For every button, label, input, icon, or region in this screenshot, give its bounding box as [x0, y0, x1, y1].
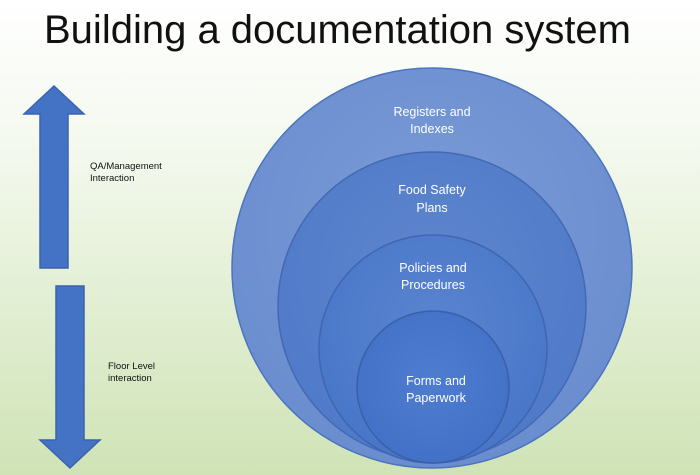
ring-forms-label-line2: Paperwork	[406, 391, 466, 405]
up-arrow-icon	[22, 84, 86, 269]
floor-level-label: Floor Level interaction	[108, 361, 155, 385]
ring-registers-label-line2: Indexes	[410, 122, 454, 136]
floor-level-label-line2: interaction	[108, 373, 152, 384]
qa-management-label-line2: Interaction	[90, 173, 135, 184]
down-arrow-icon	[38, 285, 102, 470]
page-title: Building a documentation system	[44, 8, 631, 52]
qa-management-label-line1: QA/Management	[90, 161, 162, 172]
ring-food-safety-label-line2: Plans	[416, 201, 447, 215]
qa-management-label: QA/Management Interaction	[90, 161, 162, 185]
ring-registers-label-line1: Registers and	[393, 105, 470, 119]
ring-food-safety-label-line1: Food Safety	[398, 183, 466, 197]
ring-policies-label-line2: Procedures	[401, 278, 465, 292]
ring-forms-and-paperwork: Forms and Paperwork	[356, 310, 510, 464]
ring-forms-label-line1: Forms and	[406, 374, 466, 388]
ring-policies-label-line1: Policies and	[399, 261, 466, 275]
floor-level-label-line1: Floor Level	[108, 361, 155, 372]
